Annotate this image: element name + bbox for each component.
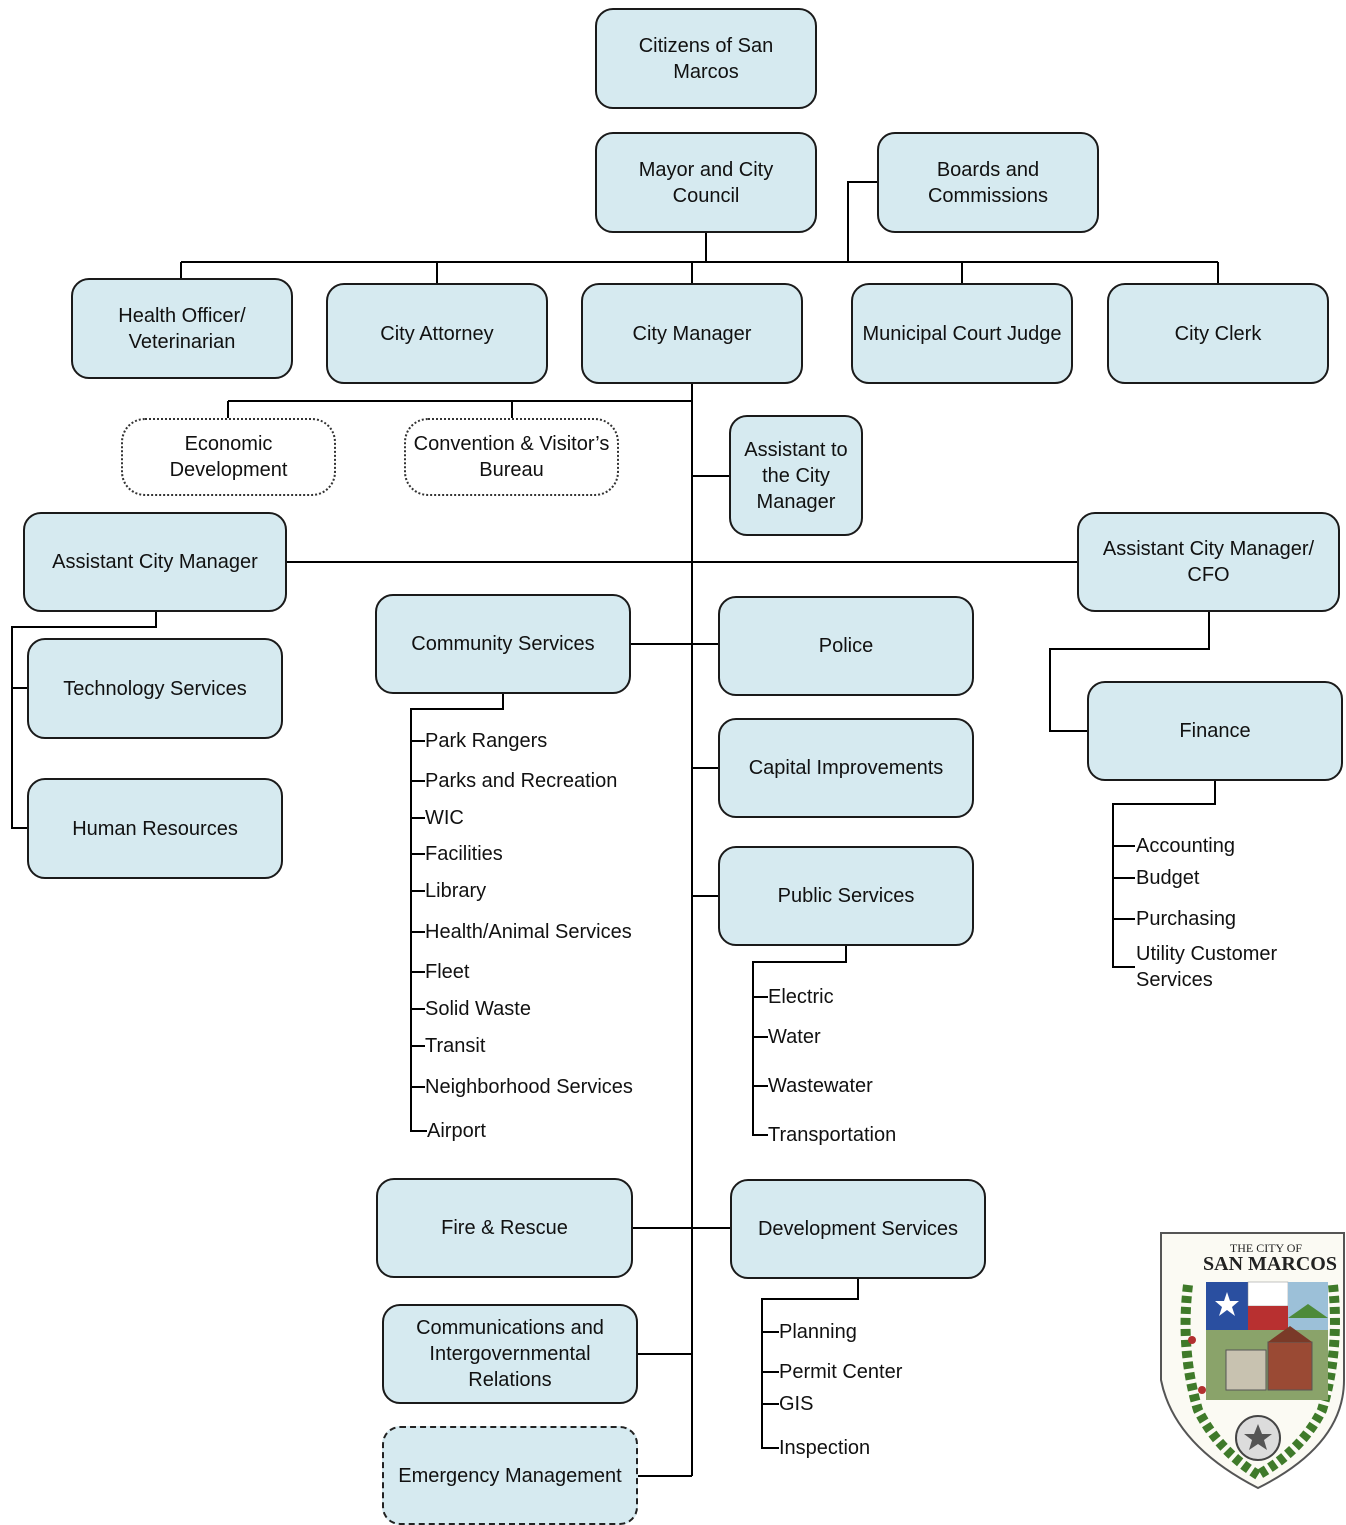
list-item: Transportation: [768, 1124, 897, 1146]
court-judge-label: Municipal Court Judge: [862, 322, 1062, 345]
capital-improvements-label: Capital Improvements: [748, 757, 944, 779]
development-services-label: Development Services: [757, 1218, 959, 1240]
development-services-box: Development Services: [730, 1179, 986, 1279]
assistant-city-manager-box: Assistant City Manager: [23, 512, 287, 612]
economic-development-box: Economic Development: [121, 418, 336, 496]
community-services-label: Community Services: [411, 633, 595, 655]
emergency-management-label: Emergency Management: [398, 1464, 622, 1487]
court-judge-box: Municipal Court Judge: [851, 283, 1073, 384]
city-attorney-box: City Attorney: [326, 283, 548, 384]
list-item: Airport: [427, 1120, 486, 1142]
city-manager-label: City Manager: [632, 322, 752, 345]
finance-box: Finance: [1087, 681, 1343, 781]
list-item: Utility Customer Services: [1136, 943, 1278, 991]
human-resources-box: Human Resources: [27, 778, 283, 879]
police-box: Police: [718, 596, 974, 696]
convention-bureau-box: Convention & Visitor’s Bureau: [404, 418, 619, 496]
assistant-to-cm-label: Assistant to the City Manager: [744, 438, 848, 513]
list-item: Planning: [779, 1321, 857, 1343]
communications-box: Communications and Intergovernmental Rel…: [382, 1304, 638, 1404]
list-item: Solid Waste: [425, 998, 531, 1020]
list-item: Accounting: [1136, 835, 1235, 857]
list-item: Fleet: [425, 961, 470, 983]
list-item: Wastewater: [768, 1075, 873, 1097]
community-services-box: Community Services: [375, 594, 631, 694]
assistant-to-cm-box: Assistant to the City Manager: [729, 415, 863, 536]
seal-line1: THE CITY OF: [1230, 1241, 1303, 1255]
public-services-label: Public Services: [777, 885, 915, 907]
city-seal-logo: THE CITY OF SAN MARCOS: [1160, 1232, 1345, 1490]
communications-label: Communications and Intergovernmental Rel…: [416, 1317, 604, 1391]
city-manager-box: City Manager: [581, 283, 803, 384]
technology-services-box: Technology Services: [27, 638, 283, 739]
city-clerk-label: City Clerk: [1174, 322, 1262, 345]
list-item: Health/Animal Services: [425, 921, 632, 943]
citizens-box: Citizens of San Marcos: [595, 8, 817, 109]
list-item: WIC: [425, 807, 464, 829]
list-item: Neighborhood Services: [425, 1076, 633, 1098]
technology-services-label: Technology Services: [63, 677, 247, 700]
list-item: Permit Center: [779, 1361, 903, 1383]
list-item: Budget: [1136, 867, 1200, 889]
health-officer-box: Health Officer/ Veterinarian: [71, 278, 293, 379]
list-item: Park Rangers: [425, 730, 548, 752]
list-item: Facilities: [425, 843, 503, 865]
public-services-box: Public Services: [718, 846, 974, 946]
list-item: Electric: [768, 986, 834, 1008]
citizens-label: Citizens of San Marcos: [638, 34, 774, 83]
boards-commissions-label: Boards and Commissions: [927, 158, 1049, 207]
convention-bureau-label: Convention & Visitor’s Bureau: [413, 433, 610, 481]
city-attorney-label: City Attorney: [380, 322, 494, 345]
acm-cfo-label: Assistant City Manager/ CFO: [1102, 538, 1315, 586]
seal-line2: SAN MARCOS: [1203, 1253, 1337, 1275]
police-label: Police: [818, 635, 874, 657]
list-item: GIS: [779, 1393, 814, 1415]
list-item: Purchasing: [1136, 908, 1237, 930]
city-clerk-box: City Clerk: [1107, 283, 1329, 384]
emergency-management-box: Emergency Management: [382, 1426, 638, 1525]
list-item: Transit: [425, 1035, 486, 1057]
economic-development-label: Economic Development: [169, 433, 288, 481]
list-item: Inspection: [779, 1437, 871, 1459]
list-item: Library: [425, 880, 487, 902]
human-resources-label: Human Resources: [72, 817, 238, 840]
mayor-council-box: Mayor and City Council: [595, 132, 817, 233]
mayor-council-label: Mayor and City Council: [638, 158, 774, 207]
list-item: Parks and Recreation: [425, 770, 618, 792]
fire-rescue-label: Fire & Rescue: [441, 1217, 568, 1239]
health-officer-label: Health Officer/ Veterinarian: [118, 304, 246, 353]
assistant-city-manager-label: Assistant City Manager: [52, 551, 258, 573]
boards-commissions-box: Boards and Commissions: [877, 132, 1099, 233]
fire-rescue-box: Fire & Rescue: [376, 1178, 633, 1278]
capital-improvements-box: Capital Improvements: [718, 718, 974, 818]
finance-label: Finance: [1179, 720, 1251, 742]
list-item: Water: [768, 1026, 821, 1048]
acm-cfo-box: Assistant City Manager/ CFO: [1077, 512, 1340, 612]
